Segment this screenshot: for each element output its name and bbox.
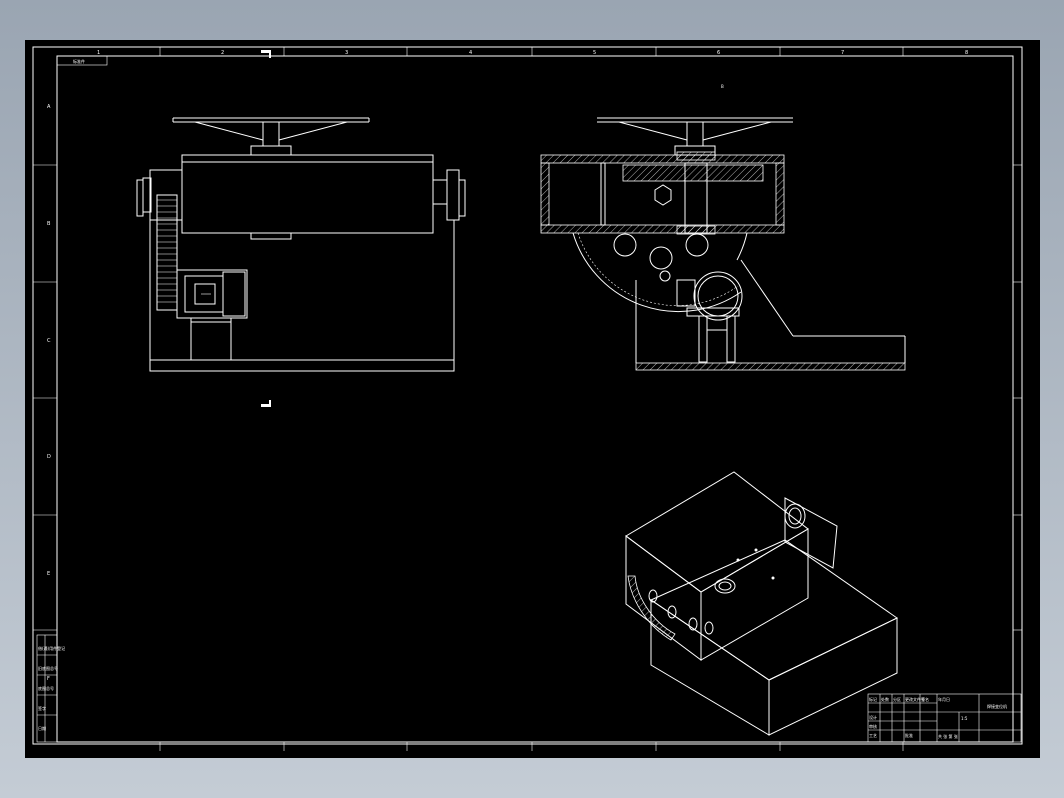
col-tick-7: 7	[841, 50, 844, 56]
tb-row-8: 工艺	[869, 733, 877, 738]
side-panel-row-4: 日期	[38, 725, 46, 731]
side-view: B	[540, 84, 906, 371]
column-ticks	[159, 47, 904, 751]
top-view-label: B	[721, 84, 724, 89]
side-panel-row-2: 底图总号	[38, 685, 54, 691]
tb-row-6: 设计	[869, 714, 877, 720]
tb-row-3: 更改文件号	[905, 696, 925, 702]
isometric-view	[625, 471, 898, 736]
side-panel-row-1: 旧底图总号	[38, 665, 58, 671]
cad-drawing: 1 2 3 4 5 6 7 8 A B C D E F 标准件	[32, 46, 1023, 751]
col-tick-1: 1	[97, 50, 100, 56]
tb-row-2: 分区	[893, 696, 901, 702]
tb-row-5: 年月日	[938, 696, 950, 702]
col-tick-8: 8	[965, 50, 968, 56]
corner-label-box: 标准件	[56, 55, 108, 66]
tb-row-1: 处数	[881, 696, 889, 702]
row-tick-a: A	[47, 104, 51, 110]
col-tick-4: 4	[469, 50, 472, 56]
row-tick-f: F	[47, 676, 50, 682]
col-tick-3: 3	[345, 50, 348, 56]
corner-label: 标准件	[73, 58, 85, 64]
tb-row-9: 批准	[905, 732, 913, 738]
sheet-border	[32, 46, 1023, 745]
front-view	[136, 50, 466, 407]
col-tick-2: 2	[221, 50, 224, 56]
tb-row-7: 审核	[869, 723, 877, 729]
title-block: 标记 处数 分区 更改文件号 签名 年月日 设计 审核 工艺 批准 焊接变位机 …	[867, 693, 1022, 743]
tb-row-4: 签名	[921, 696, 929, 702]
drawing-sheet: 1 2 3 4 5 6 7 8 A B C D E F 标准件	[25, 40, 1040, 758]
tb-scale: 1:5	[961, 716, 968, 721]
col-tick-6: 6	[717, 50, 720, 56]
tb-sheet: 共 张 第 张	[938, 733, 958, 739]
tick-labels: 1 2 3 4 5 6 7 8 A B C D E F	[47, 50, 968, 682]
side-panel-row-0: 借(通)用件登记	[38, 645, 65, 651]
side-panel-row-3: 签字	[38, 705, 46, 711]
row-tick-e: E	[47, 571, 50, 577]
side-panel: 借(通)用件登记 旧底图总号 底图总号 签字 日期	[36, 634, 65, 743]
tb-name: 焊接变位机	[987, 703, 1007, 709]
col-tick-5: 5	[593, 50, 596, 56]
tb-row-0: 标记	[869, 696, 877, 702]
row-ticks	[33, 164, 1022, 631]
row-tick-b: B	[47, 221, 51, 227]
row-tick-d: D	[47, 454, 51, 460]
row-tick-c: C	[47, 338, 51, 344]
